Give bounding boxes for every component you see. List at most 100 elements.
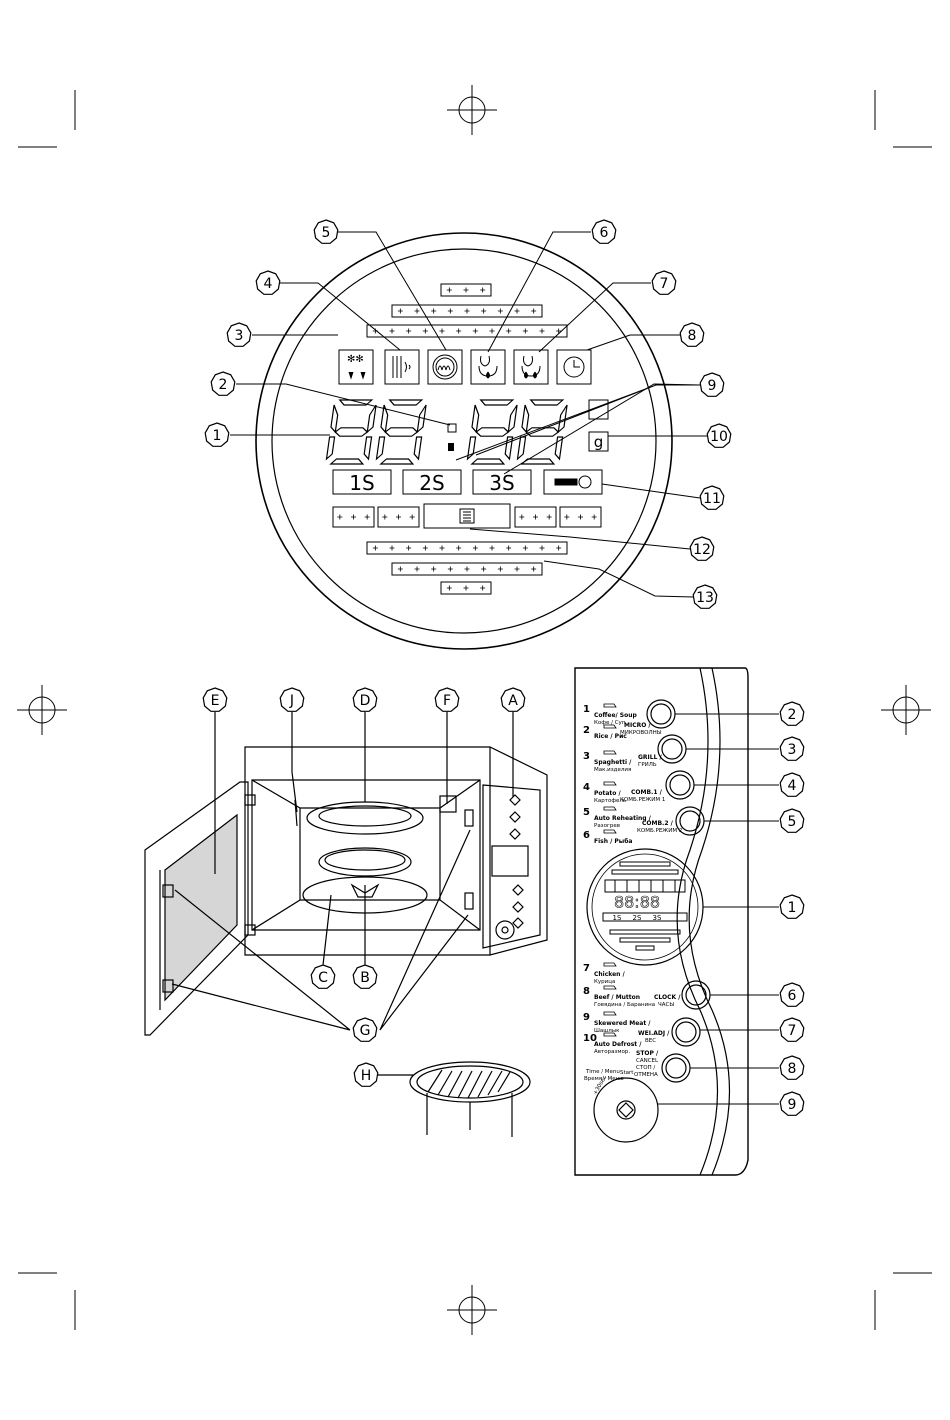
display-callout-9: 9 <box>699 372 725 397</box>
svg-text:6: 6 <box>600 225 609 241</box>
svg-text:9: 9 <box>788 1097 797 1113</box>
oven-callout-E: E <box>202 687 228 712</box>
comb2-label: COMB.2 / <box>642 820 674 827</box>
stage-3-box <box>472 469 532 495</box>
panel-buttons <box>593 699 711 1143</box>
glass-turntable <box>306 801 424 835</box>
oven-callout-C: C <box>310 964 336 989</box>
svg-text:B: B <box>360 970 370 986</box>
menu-indicator-box <box>423 503 511 529</box>
svg-text:5: 5 <box>322 225 331 241</box>
comb1-label: COMB.1 / <box>631 789 663 796</box>
grill-icon <box>427 349 463 385</box>
display-callout-4: 4 <box>255 270 281 295</box>
grill-label: GRILL / <box>638 754 663 761</box>
display-callout-13: 13 <box>692 584 718 609</box>
key-icon <box>554 475 592 489</box>
program-label: Rice / Рис <box>594 733 627 740</box>
registration-mark-left <box>17 685 67 735</box>
bar-indicator-7 <box>366 541 568 555</box>
program-number: 7 <box>583 963 590 974</box>
display-callout-8: 8 <box>679 322 705 347</box>
registration-mark-bottom <box>447 1285 497 1335</box>
auto-indicator <box>588 399 609 420</box>
program-number: 5 <box>583 807 590 818</box>
dot-indicator <box>447 423 457 433</box>
program-label-ru: Шашлык <box>594 1028 620 1034</box>
time-menu-dial[interactable] <box>593 1077 659 1143</box>
weight-button[interactable] <box>671 1017 701 1047</box>
display-callout-11: 11 <box>699 485 725 510</box>
gram-unit-label: g <box>594 433 604 451</box>
door-hook-lower <box>162 979 174 993</box>
program-number: 2 <box>583 725 590 736</box>
comb2-label-ru: КОМБ.РЕЖИМ 2 <box>637 828 682 834</box>
program-number: 4 <box>583 782 590 793</box>
svg-text:3: 3 <box>235 328 244 344</box>
display-callout-3: 3 <box>226 322 252 347</box>
oven-callout-B: B <box>352 964 378 989</box>
panel-button-labels: MICRO / МИКРОВОЛНЫ GRILL / ГРИЛЬ COMB.1 … <box>584 722 682 1096</box>
oven-mini-display <box>491 845 529 877</box>
program-label-ru: Картофель <box>594 798 626 804</box>
svg-text:✻✻: ✻✻ <box>347 354 364 365</box>
program-food-icon <box>603 703 617 708</box>
svg-text:8: 8 <box>788 1061 797 1077</box>
display-callout-6: 6 <box>591 219 617 244</box>
program-label: Coffee/ Soup <box>594 712 638 719</box>
stage-3-label: 3S <box>489 471 514 495</box>
digit-4 <box>516 399 568 465</box>
registration-mark-right <box>881 685 931 735</box>
latch-hole-lower <box>464 892 474 910</box>
svg-text:12: 12 <box>693 542 711 558</box>
door-hinge-lower <box>244 924 256 936</box>
program-food-icon <box>603 962 617 967</box>
svg-text:10: 10 <box>710 429 728 445</box>
display-inner-ring <box>271 248 657 634</box>
svg-text:9: 9 <box>708 378 717 394</box>
program-label: Chicken / <box>594 971 626 978</box>
oven-callout-J: J <box>279 687 305 712</box>
svg-text:F: F <box>443 693 451 709</box>
mini-stage-2: 2S <box>633 914 642 922</box>
stage-1-label: 1S <box>349 471 374 495</box>
digit-3 <box>466 399 518 465</box>
oven-control-strip <box>482 784 541 949</box>
program-food-icon <box>603 985 617 990</box>
display-diagram: ✻✻ g 1S 2S <box>230 231 707 650</box>
display-callout-7: 7 <box>651 270 677 295</box>
bar-indicator-8 <box>391 562 543 576</box>
svg-text:6: 6 <box>788 988 797 1004</box>
crop-marks <box>18 90 932 1330</box>
weight-label: WEI.ADJ / <box>638 1030 670 1037</box>
micro-label-ru: МИКРОВОЛНЫ <box>620 730 662 736</box>
program-food-icon <box>603 829 617 834</box>
mini-stage-3: 3S <box>653 914 662 922</box>
bar-indicator-2 <box>366 324 568 338</box>
microwave-icon <box>384 349 420 385</box>
panel-callout-6-5: 6 <box>779 982 805 1007</box>
dial-right-label: Start <box>620 1070 634 1076</box>
child-lock-box <box>543 469 603 495</box>
svg-text:11: 11 <box>703 491 721 507</box>
colon-icon <box>448 443 454 451</box>
door-hook-upper <box>162 884 174 898</box>
svg-text:C: C <box>318 970 328 986</box>
program-label: Beef / Mutton <box>594 994 640 1001</box>
svg-text:5: 5 <box>788 814 797 830</box>
panel-callout-2-0: 2 <box>779 701 805 726</box>
mode-icons-row: ✻✻ <box>338 349 592 385</box>
svg-text:13: 13 <box>696 590 714 606</box>
svg-text:1: 1 <box>788 900 797 916</box>
svg-text:E: E <box>211 693 220 709</box>
combi2-icon <box>513 349 549 385</box>
program-label-ru: Курица <box>594 979 615 985</box>
